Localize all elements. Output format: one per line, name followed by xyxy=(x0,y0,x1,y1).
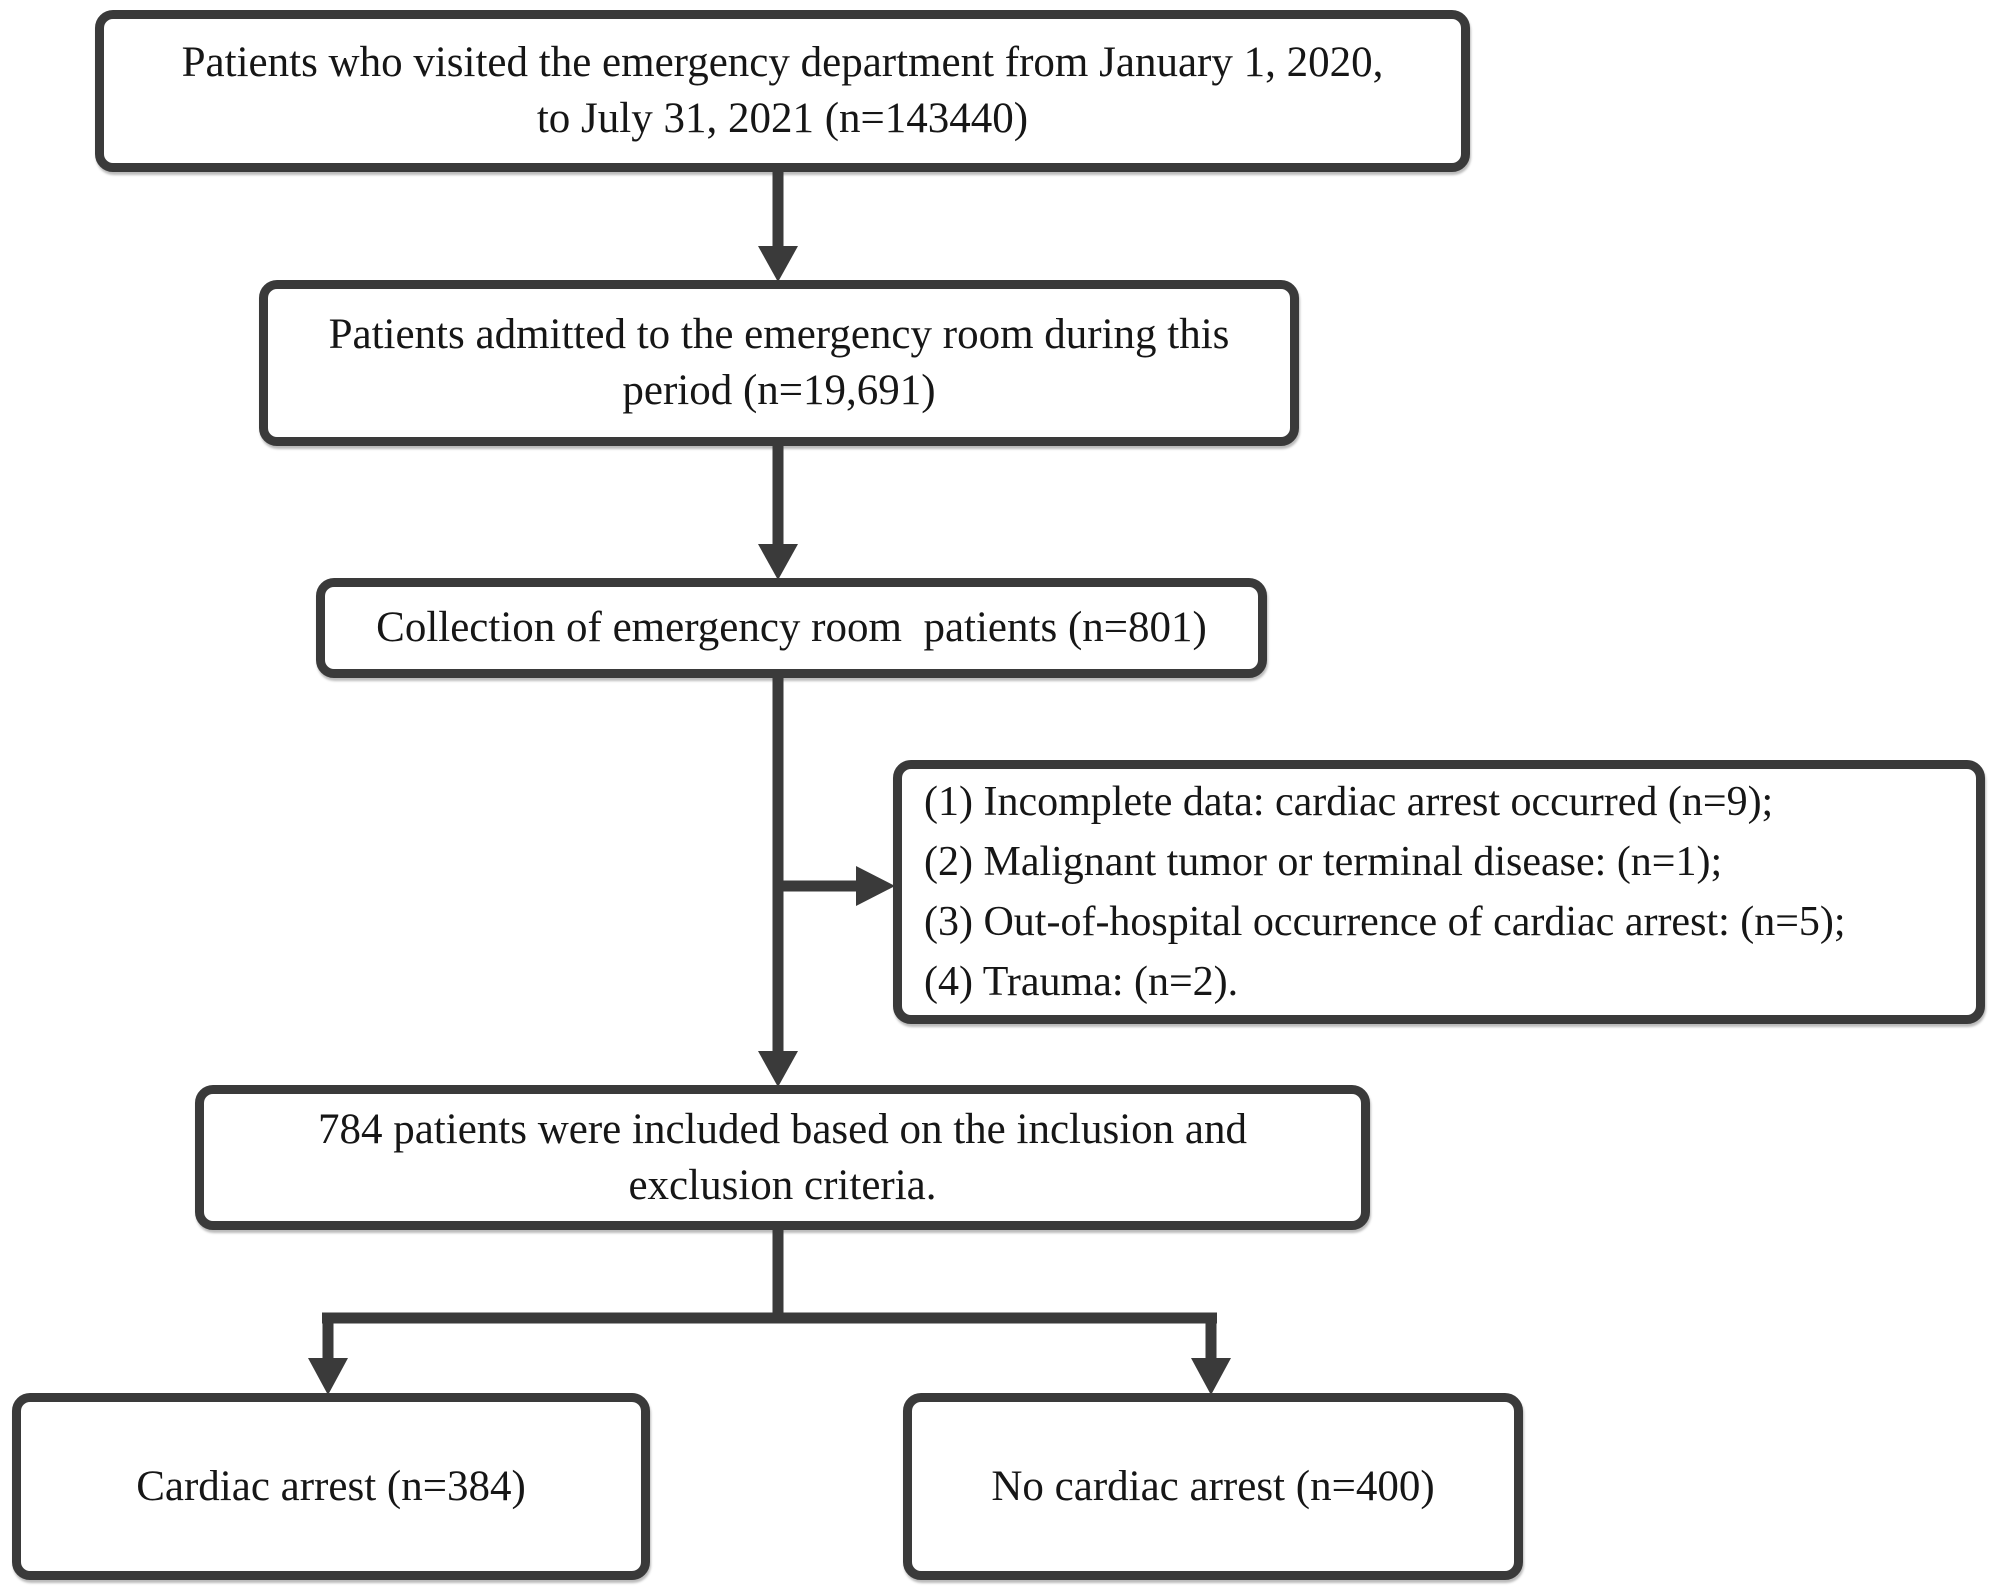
exclusion-item-2: (2) Malignant tumor or terminal disease:… xyxy=(924,839,1723,885)
node-included-line-2: exclusion criteria. xyxy=(628,1161,937,1209)
node-included-patients: 784 patients were included based on the … xyxy=(195,1085,1370,1230)
node-cardiac-arrest: Cardiac arrest (n=384) xyxy=(12,1393,650,1580)
node-collection: Collection of emergency room patients (n… xyxy=(316,578,1267,678)
arrow-admitted-to-collection xyxy=(758,444,798,580)
node-no-cardiac-arrest-line-1: No cardiac arrest (n=400) xyxy=(991,1462,1435,1510)
arrow-visited-to-admitted xyxy=(758,170,798,282)
exclusion-item-3: (3) Out-of-hospital occurrence of cardia… xyxy=(924,899,1846,945)
node-admitted-er-line-2: period (n=19,691) xyxy=(622,367,936,414)
node-visited-ed-line-1: Patients who visited the emergency depar… xyxy=(181,39,1384,86)
arrow-split-to-cardiac xyxy=(308,1313,348,1395)
node-collection-line-1: Collection of emergency room patients (n… xyxy=(376,604,1207,651)
arrow-branch-to-exclusions xyxy=(778,866,895,906)
node-admitted-er-line-1: Patients admitted to the emergency room … xyxy=(328,311,1230,358)
node-visited-ed-line-2: to July 31, 2021 (n=143440) xyxy=(536,95,1029,142)
node-exclusion-criteria: (1) Incomplete data: cardiac arrest occu… xyxy=(893,760,1985,1024)
node-no-cardiac-arrest: No cardiac arrest (n=400) xyxy=(903,1393,1523,1580)
node-visited-ed: Patients who visited the emergency depar… xyxy=(95,10,1470,172)
exclusion-item-1: (1) Incomplete data: cardiac arrest occu… xyxy=(924,779,1774,825)
arrow-split-to-no-cardiac xyxy=(1191,1313,1231,1395)
node-included-line-1: 784 patients were included based on the … xyxy=(317,1105,1248,1153)
arrow-collection-to-included xyxy=(758,676,798,1087)
connector-included-to-split xyxy=(322,1228,1217,1324)
node-cardiac-arrest-line-1: Cardiac arrest (n=384) xyxy=(136,1462,526,1510)
node-admitted-er: Patients admitted to the emergency room … xyxy=(259,280,1299,446)
exclusion-item-4: (4) Trauma: (n=2). xyxy=(924,959,1239,1005)
